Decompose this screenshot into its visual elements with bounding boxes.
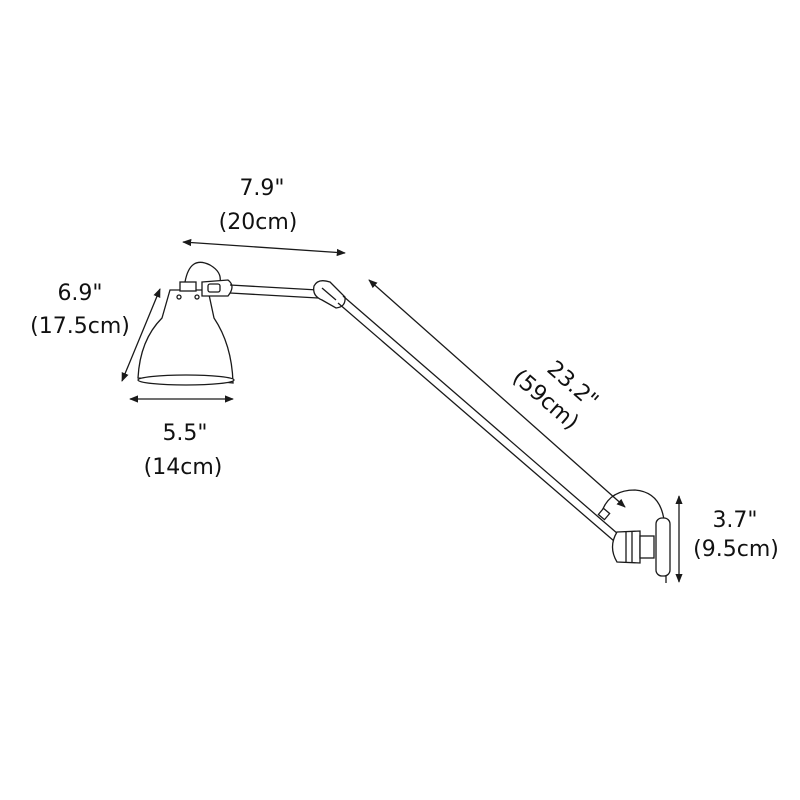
dim-line-arm-short <box>182 238 346 257</box>
label-shade-width-inch: 5.5" <box>162 421 207 446</box>
label-wall-plate-cm: (9.5cm) <box>693 537 779 562</box>
label-shade-height-cm: (17.5cm) <box>30 314 130 339</box>
label-arm-short-cm: (20cm) <box>219 210 298 235</box>
lamp-shade <box>137 261 235 386</box>
label-shade-width-cm: (14cm) <box>144 455 223 480</box>
label-wall-plate-inch: 3.7" <box>712 508 757 533</box>
lamp-arm-short <box>201 279 346 309</box>
lamp-arm-long <box>337 295 665 542</box>
label-shade-height-inch: 6.9" <box>57 281 102 306</box>
dim-line-arm-long <box>368 279 626 508</box>
dim-line-shade-height <box>121 288 161 382</box>
label-arm-short-inch: 7.9" <box>239 176 284 201</box>
wall-mount <box>611 517 671 583</box>
